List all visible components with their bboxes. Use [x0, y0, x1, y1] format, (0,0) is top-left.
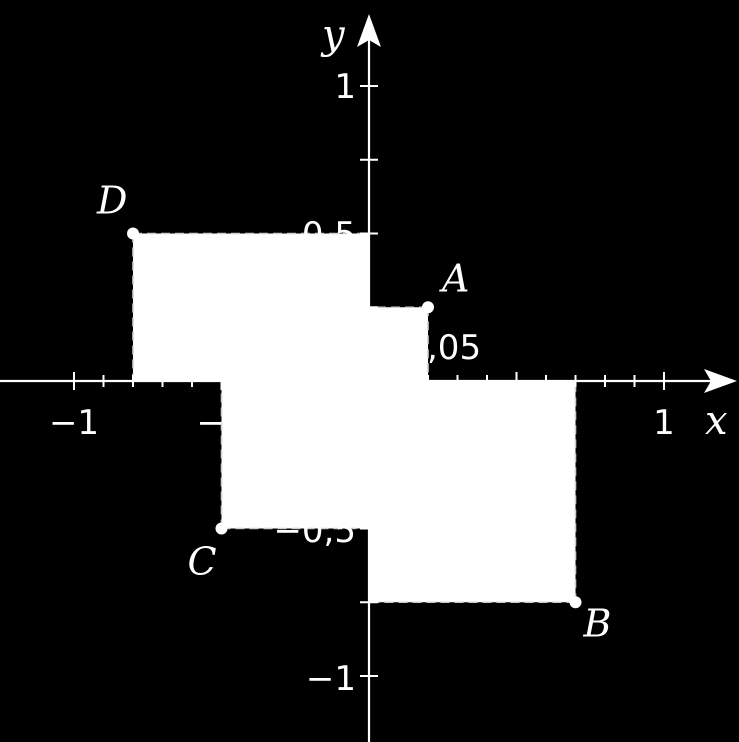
- rect-b: [369, 381, 576, 603]
- rect-a: [369, 307, 428, 381]
- point-label-a: A: [439, 256, 469, 300]
- y-axis-arrowhead: [357, 14, 381, 47]
- y-tick-label: ,05: [427, 328, 481, 368]
- x-axis-arrowhead: [704, 369, 737, 393]
- point-label-c: C: [188, 540, 217, 584]
- y-tick-label: 1: [334, 67, 356, 107]
- rect-c: [221, 381, 369, 529]
- y-tick-label: −1: [306, 659, 356, 699]
- x-tick-label: −0: [196, 403, 246, 443]
- point-d: [127, 227, 139, 240]
- y-tick-label: 0,5: [302, 215, 356, 255]
- rect-d: [133, 233, 369, 381]
- point-b: [569, 596, 582, 609]
- point-c: [215, 522, 228, 535]
- rectangles-layer: [132, 232, 577, 604]
- points-layer: A B C D: [96, 179, 611, 646]
- x-tick-label: −1: [49, 403, 99, 443]
- ticks-layer: [73, 85, 665, 677]
- point-label-d: D: [96, 179, 127, 223]
- x-tick-label: 1: [653, 403, 675, 443]
- x-axis-name: x: [705, 398, 728, 444]
- point-a: [422, 301, 434, 314]
- axes-layer: [0, 14, 737, 742]
- point-label-b: B: [583, 601, 612, 645]
- y-axis-name: y: [320, 12, 346, 58]
- labels-layer: x y −1 −0 1 1 0,5 ,05 −0,5 −1: [49, 12, 728, 699]
- y-tick-label: −0,5: [273, 511, 356, 551]
